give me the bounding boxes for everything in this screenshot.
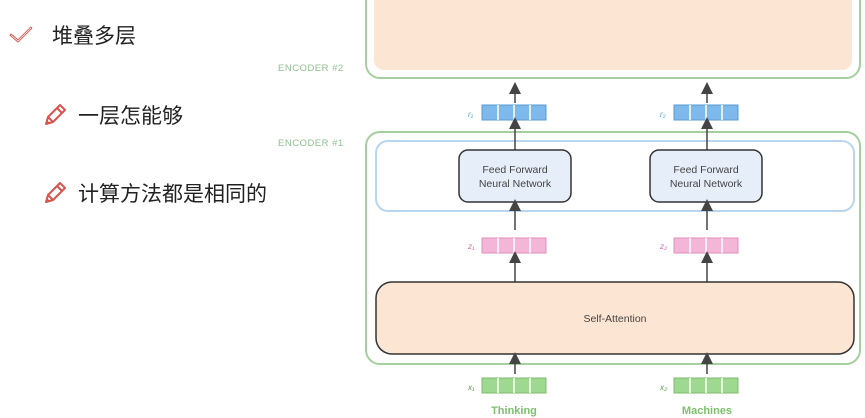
- bullet-text: 计算方法都是相同的: [78, 182, 267, 206]
- bullet-stack-layers: 堆叠多层: [8, 20, 136, 50]
- bullet-one-layer: 一层怎能够: [42, 100, 183, 130]
- encoder-1-block: [365, 131, 861, 365]
- r1-label: r₁: [468, 110, 474, 119]
- x1-label: x₁: [467, 383, 475, 392]
- r1-vector: [481, 104, 547, 121]
- ffn-label-line2: Neural Network: [670, 178, 743, 190]
- x2-label: x₂: [659, 383, 667, 392]
- ffn-label-line1: Feed Forward: [673, 164, 739, 176]
- self-attention-box: Self-Attention: [375, 281, 855, 355]
- z2-vector: [673, 237, 739, 254]
- encoder-2-label: ENCODER #2: [278, 63, 344, 74]
- pencil-icon: [42, 180, 68, 206]
- ffn-label-line1: Feed Forward: [482, 164, 548, 176]
- checkmark-icon: [8, 24, 34, 46]
- bullet-text: 堆叠多层: [52, 24, 136, 48]
- self-attention-label: Self-Attention: [583, 313, 646, 325]
- r2-vector: [673, 104, 739, 121]
- word-thinking: Thinking: [491, 405, 537, 417]
- encoder-2-block: [365, 0, 861, 79]
- bullet-text: 一层怎能够: [78, 104, 183, 128]
- pencil-icon: [42, 102, 68, 128]
- z2-label: z₂: [659, 242, 667, 251]
- z1-label: z₁: [467, 242, 475, 251]
- encoder-1-label: ENCODER #1: [278, 138, 344, 149]
- r2-label: r₂: [660, 110, 666, 119]
- bullet-same-method: 计算方法都是相同的: [42, 178, 267, 208]
- ffn-label-line2: Neural Network: [479, 178, 552, 190]
- ffn-panel: [375, 140, 855, 212]
- word-machines: Machines: [682, 405, 732, 417]
- z1-vector: [481, 237, 547, 254]
- ffn-box-2: Feed Forward Neural Network: [649, 149, 763, 203]
- x1-vector: [481, 377, 547, 394]
- x2-vector: [673, 377, 739, 394]
- ffn-box-1: Feed Forward Neural Network: [458, 149, 572, 203]
